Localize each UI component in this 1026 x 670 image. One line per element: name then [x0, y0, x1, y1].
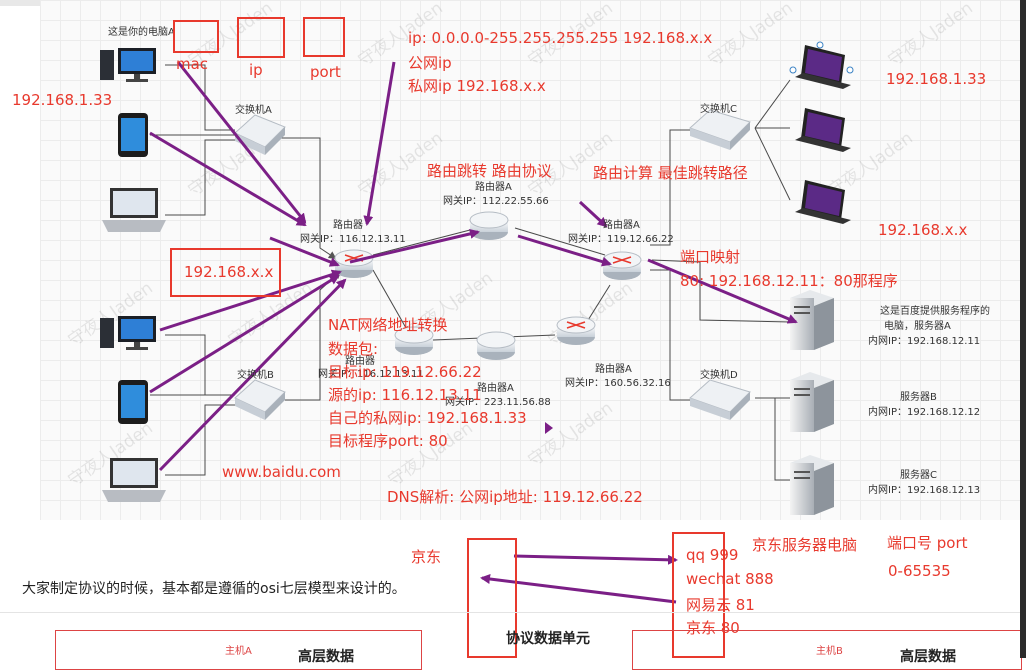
nat-private-ip: 自己的私网ip: 192.168.1.33	[328, 409, 527, 427]
port-table-netease: 网易云 81	[686, 596, 755, 614]
diagram-canvas	[40, 0, 1026, 520]
laptop-icon	[795, 45, 851, 89]
router-main-label: 路由器	[333, 220, 363, 231]
dns-label: DNS解析: 公网ip地址: 119.12.66.22	[387, 488, 643, 506]
router-icon	[556, 316, 596, 345]
router-icon	[469, 211, 509, 240]
host-b-label: 主机B	[816, 646, 843, 657]
router-a-br-label: 路由器A	[595, 364, 632, 375]
router-a-top-ip: 网关IP：112.22.55.66	[443, 196, 549, 207]
switch-icon	[689, 379, 751, 420]
switch-icon	[689, 109, 751, 150]
port-label: port	[310, 63, 341, 81]
port-table-wechat: wechat 888	[686, 570, 774, 588]
router-right-ip: 网关IP：119.12.66.22	[568, 234, 674, 245]
switch-icon	[234, 114, 286, 155]
routing-calc-label: 路由计算 最佳跳转路径	[593, 164, 748, 182]
server-a-desc: 电脑，服务器A	[884, 321, 951, 332]
router-mid-ip: 网关IP：116.12.13.11	[318, 369, 424, 380]
laptop-icon	[795, 180, 851, 224]
small-arrow-marker	[545, 422, 553, 434]
server-icon	[790, 290, 834, 350]
router-right-label: 路由器A	[603, 220, 640, 231]
port-table-box	[672, 532, 725, 658]
annotation-arrows	[149, 61, 798, 604]
nat-dest-ip: 目标ip: 119.12.66.22	[328, 363, 482, 381]
switch-a-label: 交换机A	[235, 105, 272, 116]
private-ip-box	[170, 248, 281, 297]
jd-server-label: 京东服务器电脑	[752, 536, 858, 554]
routing-jump-label: 路由跳转 路由协议	[427, 162, 552, 180]
router-icon	[602, 251, 642, 280]
baidu-url: www.baidu.com	[222, 463, 341, 481]
desktop-pc-icon	[100, 316, 156, 350]
router-icon	[334, 249, 374, 278]
server-a-ip: 内网IP：192.168.12.11	[868, 336, 981, 347]
desktop-pc-icon	[100, 48, 156, 82]
laptop-icon	[102, 458, 166, 502]
ip-range-line-3: 私网ip 192.168.x.x	[408, 77, 546, 95]
port-table-qq: qq 999	[686, 546, 739, 564]
high-data-left: 高层数据	[298, 649, 354, 665]
router-icon	[476, 331, 516, 360]
jingdong-box	[467, 538, 517, 658]
ip-range-line-1: ip: 0.0.0.0-255.255.255.255 192.168.x.x	[408, 29, 713, 47]
selection-handles	[789, 41, 854, 74]
laptop-icon	[795, 108, 851, 152]
jingdong-label: 京东	[411, 548, 442, 566]
port-map-label: 端口映射	[680, 248, 741, 266]
router-mid-label: 路由器	[345, 356, 375, 367]
server-b-label: 服务器B	[900, 392, 937, 403]
ip-label: ip	[249, 61, 263, 79]
ip-range-line-2: 公网ip	[408, 54, 452, 72]
laptop-icon	[102, 188, 166, 232]
switch-d-label: 交换机D	[700, 370, 738, 381]
network-links	[150, 64, 791, 481]
server-b-ip: 内网IP：192.168.12.12	[868, 407, 981, 418]
router-icon	[394, 326, 434, 355]
switch-icon	[234, 379, 286, 420]
router-main-ip: 网关IP：116.12.13.11	[300, 234, 406, 245]
mac-label: mac	[176, 55, 209, 73]
nat-title: NAT网络地址转换	[328, 316, 448, 334]
tablet-icon	[118, 113, 148, 157]
nat-packet: 数据包:	[328, 340, 379, 358]
router-a-top-label: 路由器A	[475, 182, 512, 193]
port-number-label: 端口号 port	[887, 534, 968, 552]
nat-port: 目标程序port: 80	[328, 432, 448, 450]
window-edge	[1020, 0, 1026, 658]
port-map-detail: 80: 192.168.12.11：80那程序	[680, 272, 898, 290]
tablet-icon	[118, 380, 148, 424]
osi-paragraph: 大家制定协议的时候，基本都是遵循的osi七层模型来设计的。	[22, 581, 406, 597]
right-ip-mid-label: 192.168.x.x	[878, 221, 968, 239]
nat-src-ip: 源的ip: 116.12.13.11	[328, 386, 482, 404]
server-icon	[790, 372, 834, 432]
ip-box	[237, 17, 285, 58]
router-a-bottom-ip: 网关IP：223.11.56.88	[445, 397, 551, 408]
pdu-title: 协议数据单元	[506, 631, 590, 647]
server-c-ip: 内网IP：192.168.12.13	[868, 485, 981, 496]
port-table-jd: 京东 80	[686, 619, 740, 637]
server-c-label: 服务器C	[900, 470, 937, 481]
divider	[0, 612, 1026, 613]
server-a-desc: 这是百度提供服务程序的	[880, 306, 990, 317]
server-icon	[790, 455, 834, 515]
your-pc-label: 这是你的电脑A	[108, 27, 175, 38]
switch-b-label: 交换机B	[237, 370, 274, 381]
left-ip-label: 192.168.1.33	[12, 91, 113, 109]
right-ip-top-label: 192.168.1.33	[886, 70, 987, 88]
high-data-right: 高层数据	[900, 649, 956, 665]
router-a-br-ip: 网关IP：160.56.32.16	[565, 378, 671, 389]
switch-c-label: 交换机C	[700, 104, 737, 115]
router-a-bottom-label: 路由器A	[477, 383, 514, 394]
port-range-label: 0-65535	[888, 562, 951, 580]
left-box-ip-label: 192.168.x.x	[184, 263, 274, 281]
port-box	[303, 17, 345, 57]
mac-box	[173, 20, 219, 53]
host-a-label: 主机A	[225, 646, 252, 657]
